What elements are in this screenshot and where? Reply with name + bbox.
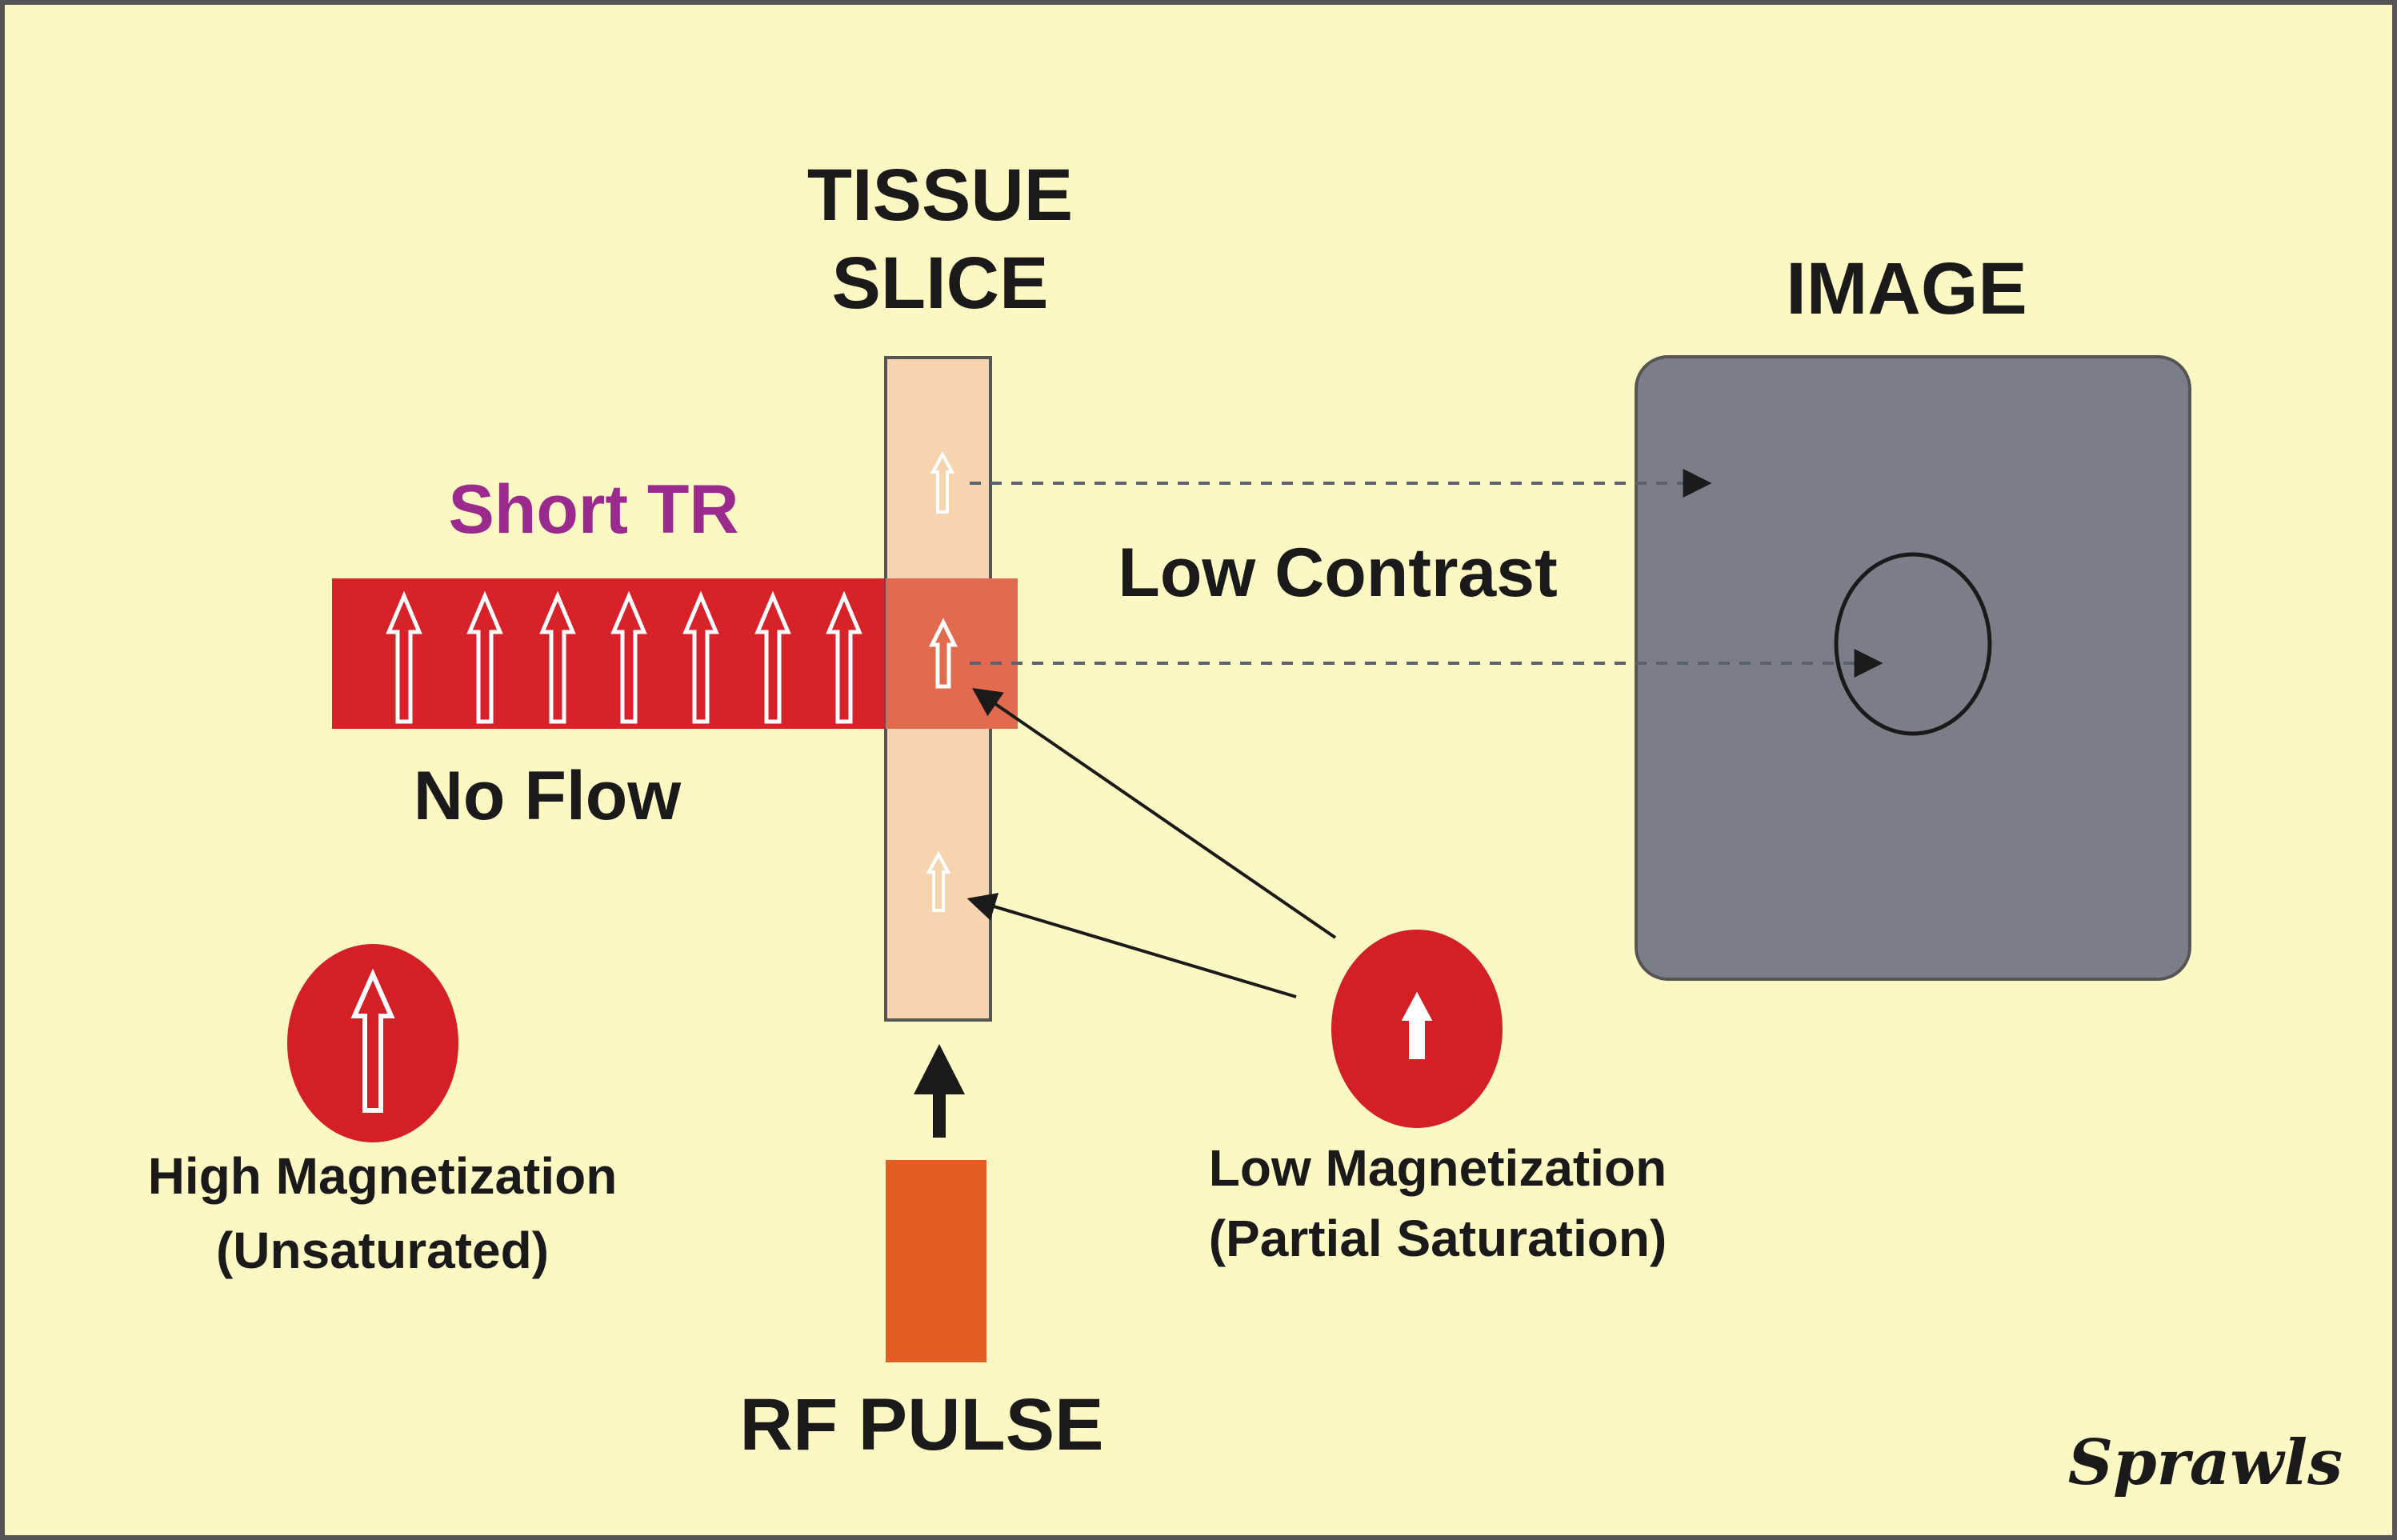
band-magnetization-arrows	[386, 590, 862, 724]
hollow-up-arrow-icon	[930, 450, 955, 514]
hollow-up-arrow-icon	[928, 618, 958, 689]
hollow-up-arrow-icon	[754, 590, 791, 724]
high-magnetization-label: High Magnetization	[148, 1147, 618, 1205]
high-magnetization-circle	[287, 944, 458, 1142]
unsaturated-label: (Unsaturated)	[216, 1222, 549, 1279]
hollow-up-arrow-icon	[350, 968, 395, 1113]
pointer-line-upper	[972, 687, 1337, 939]
hollow-up-arrow-icon	[826, 590, 862, 724]
low-magnetization-label: Low Magnetization	[1209, 1139, 1667, 1197]
hollow-up-arrow-icon	[610, 590, 647, 724]
no-flow-label: No Flow	[414, 758, 682, 834]
solid-up-arrow-icon	[914, 1044, 965, 1138]
partial-saturation-label: (Partial Saturation)	[1209, 1210, 1667, 1267]
tissue-slice-title-line1: TISSUE	[807, 154, 1073, 236]
hollow-up-arrow-icon	[386, 590, 422, 724]
low-contrast-label: Low Contrast	[1118, 534, 1557, 611]
image-title: IMAGE	[1786, 248, 2027, 330]
hollow-up-arrow-icon	[682, 590, 719, 724]
tissue-slice-title-line2: SLICE	[832, 242, 1049, 324]
rf-pulse-block	[886, 1160, 986, 1362]
signature-label: Sprawls	[2068, 1426, 2343, 1499]
vessel-circle	[1834, 552, 1992, 736]
rf-pulse-label: RF PULSE	[740, 1384, 1104, 1466]
short-tr-label: Short TR	[448, 471, 738, 548]
hollow-up-arrow-icon	[1401, 991, 1433, 1059]
hollow-up-arrow-icon	[466, 590, 503, 724]
pointer-line-lower	[966, 893, 1297, 998]
image-panel	[1635, 355, 2191, 981]
hollow-up-arrow-icon	[926, 850, 951, 912]
hollow-up-arrow-icon	[539, 590, 576, 724]
